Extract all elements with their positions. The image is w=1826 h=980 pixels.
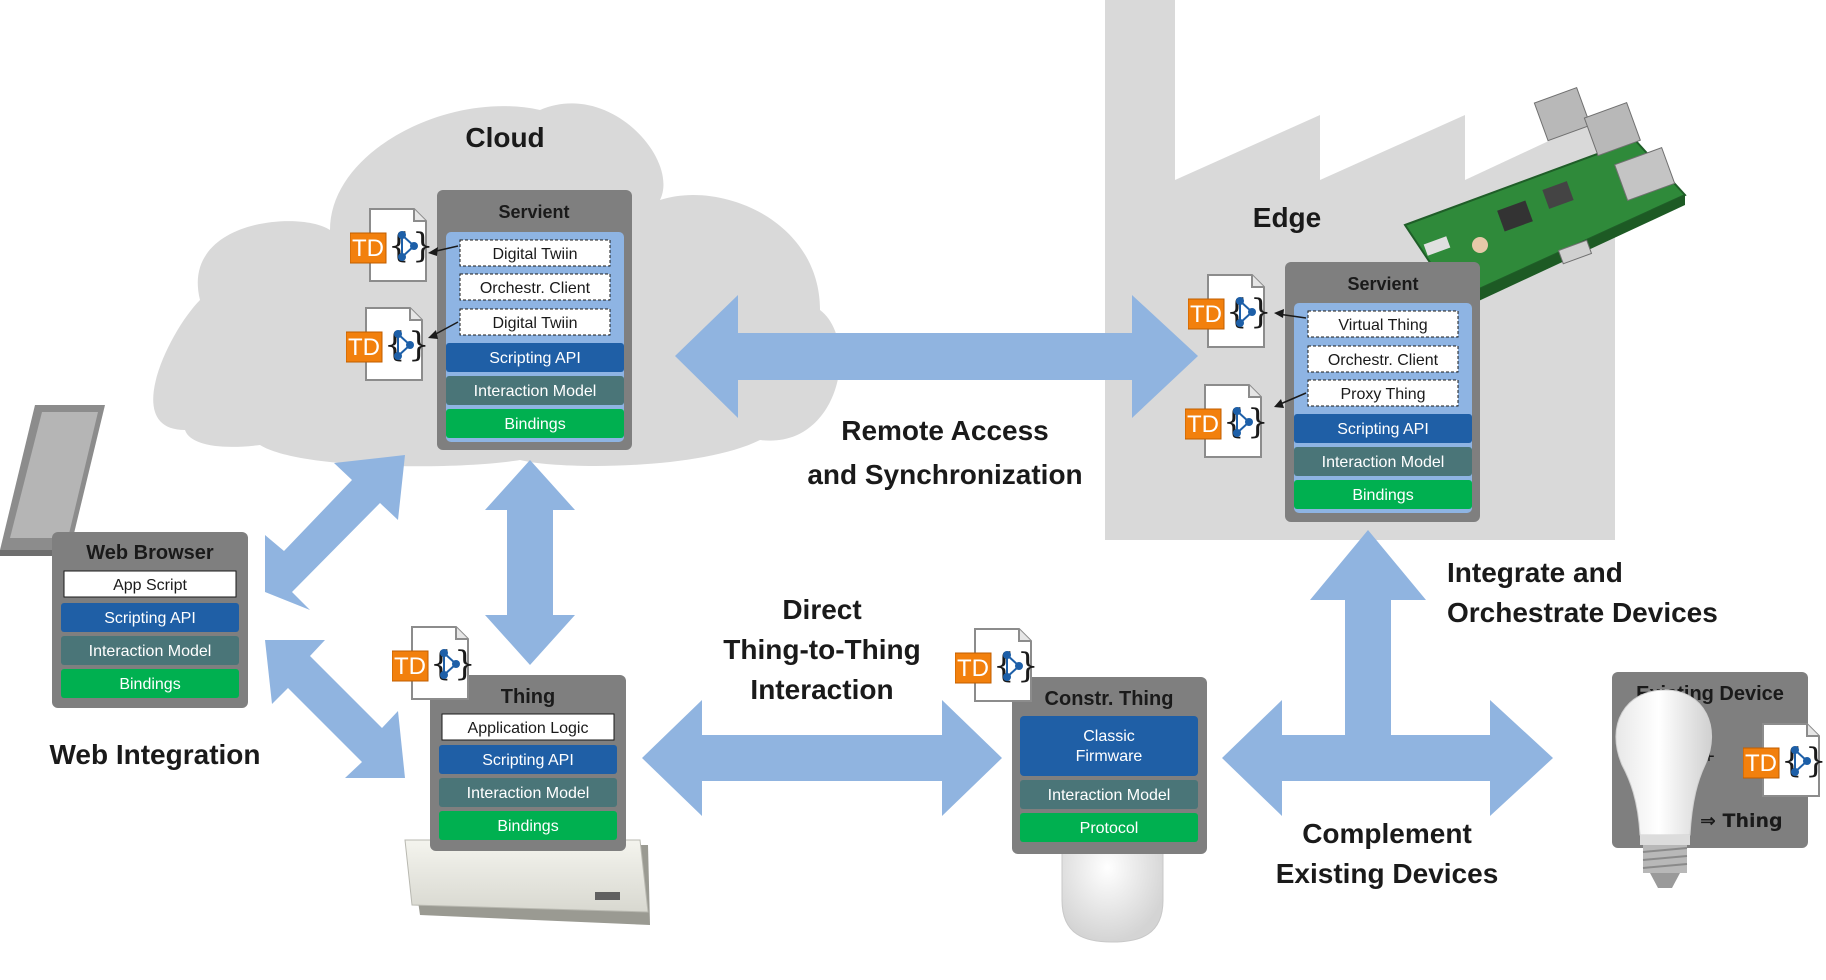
cloud-servient-interaction-model: Interaction Model xyxy=(474,383,597,400)
cloud-servient-bindings: Bindings xyxy=(504,416,565,433)
integrate-label-line-2: Orchestrate Devices xyxy=(1447,597,1718,628)
constr-thing-firmware-line-2: Firmware xyxy=(1076,748,1143,765)
edge-servient-item-2: Orchestr. Client xyxy=(1328,352,1439,369)
td-icon xyxy=(955,628,1035,702)
edge-servient-bindings: Bindings xyxy=(1352,487,1413,504)
edge-servient-scripting-api: Scripting API xyxy=(1337,421,1429,438)
constr-thing-box: Constr. Thing Classic Firmware Interacti… xyxy=(1012,677,1207,854)
thing-scripting-api: Scripting API xyxy=(482,752,574,769)
cloud-servient-box: Servient Digital Twiin Orchestr. Client … xyxy=(437,190,632,450)
constr-thing-firmware-line-1: Classic xyxy=(1083,728,1135,745)
air-conditioner-image xyxy=(404,839,650,925)
constr-thing-protocol: Protocol xyxy=(1080,820,1139,837)
cloud-servient-title: Servient xyxy=(498,202,569,222)
edge-servient-interaction-model: Interaction Model xyxy=(1322,454,1445,471)
cloud-servient-item-2: Orchestr. Client xyxy=(480,280,591,297)
direct-label-line-3: Interaction xyxy=(750,674,893,705)
complement-label-line-1: Complement xyxy=(1302,818,1472,849)
web-browser-box: Web Browser App Script Scripting API Int… xyxy=(52,532,248,708)
constr-thing-title: Constr. Thing xyxy=(1045,688,1174,710)
arrow-remote-access xyxy=(675,295,1198,418)
edge-label: Edge xyxy=(1253,202,1321,233)
thing-interaction-model: Interaction Model xyxy=(467,785,590,802)
integrate-label-line-1: Integrate and xyxy=(1447,557,1623,588)
web-browser-item: App Script xyxy=(113,577,187,594)
cloud-label: Cloud xyxy=(465,122,544,153)
direct-label-line-2: Thing-to-Thing xyxy=(723,634,920,665)
arrow-cloud-browser xyxy=(265,455,405,610)
arrow-cloud-thing xyxy=(485,460,575,665)
thing-title: Thing xyxy=(501,686,555,708)
edge-servient-box: Servient Virtual Thing Orchestr. Client … xyxy=(1285,262,1480,522)
web-browser-bindings: Bindings xyxy=(119,676,180,693)
thing-box: Thing Application Logic Scripting API In… xyxy=(430,675,626,851)
arrow-browser-thing xyxy=(265,640,405,778)
cloud-servient-item-3: Digital Twiin xyxy=(492,315,577,332)
edge-servient-item-1: Virtual Thing xyxy=(1338,317,1427,334)
light-bulb-image xyxy=(1615,689,1713,888)
cloud-servient-item-1: Digital Twiin xyxy=(492,246,577,263)
web-browser-title: Web Browser xyxy=(86,542,214,564)
existing-device-plus: + xyxy=(1703,746,1715,768)
cloud-servient-scripting-api: Scripting API xyxy=(489,350,581,367)
web-browser-scripting-api: Scripting API xyxy=(104,610,196,627)
web-integration-label: Web Integration xyxy=(49,739,260,770)
constr-thing-interaction-model: Interaction Model xyxy=(1048,787,1171,804)
thing-bindings: Bindings xyxy=(497,818,558,835)
remote-access-label-line-1: Remote Access xyxy=(841,415,1049,446)
arrows xyxy=(265,295,1553,816)
complement-label-line-2: Existing Devices xyxy=(1276,858,1499,889)
remote-access-label-line-2: and Synchronization xyxy=(807,459,1082,490)
raspberry-pi-image xyxy=(1403,87,1687,312)
arrow-direct-interaction xyxy=(642,700,1002,816)
thing-item: Application Logic xyxy=(468,720,589,737)
arrow-complement-integrate xyxy=(1222,530,1553,816)
tablet-image xyxy=(0,405,105,556)
direct-label-line-1: Direct xyxy=(782,594,861,625)
td-icon xyxy=(392,626,472,700)
edge-servient-item-3: Proxy Thing xyxy=(1340,386,1425,403)
existing-device-result: ⇒ Thing xyxy=(1700,810,1783,832)
web-browser-interaction-model: Interaction Model xyxy=(89,643,212,660)
edge-servient-title: Servient xyxy=(1347,274,1418,294)
